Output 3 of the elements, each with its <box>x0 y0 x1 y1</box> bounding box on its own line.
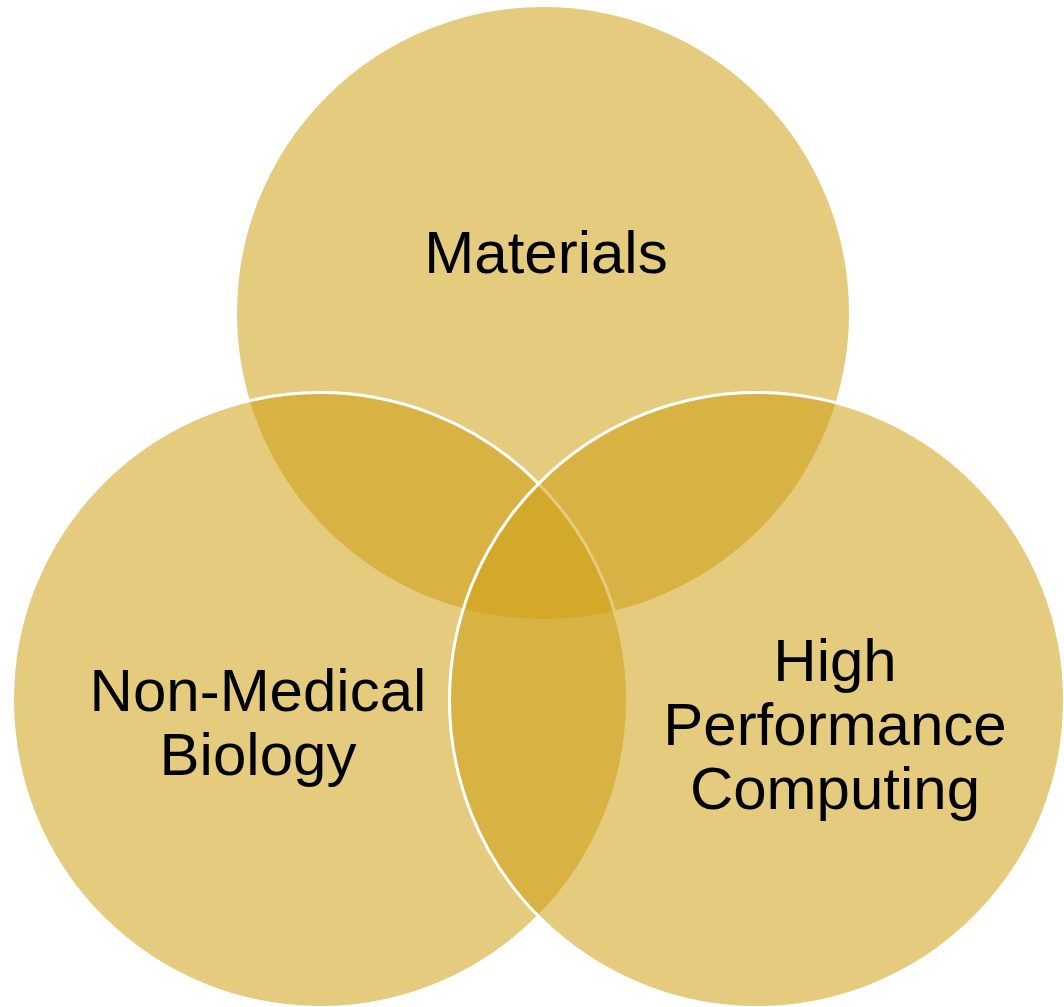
circle-label: Non-Medical Biology <box>88 659 428 787</box>
circle-label: High Performance Computing <box>662 629 1008 821</box>
circle-label: Materials <box>423 221 669 285</box>
